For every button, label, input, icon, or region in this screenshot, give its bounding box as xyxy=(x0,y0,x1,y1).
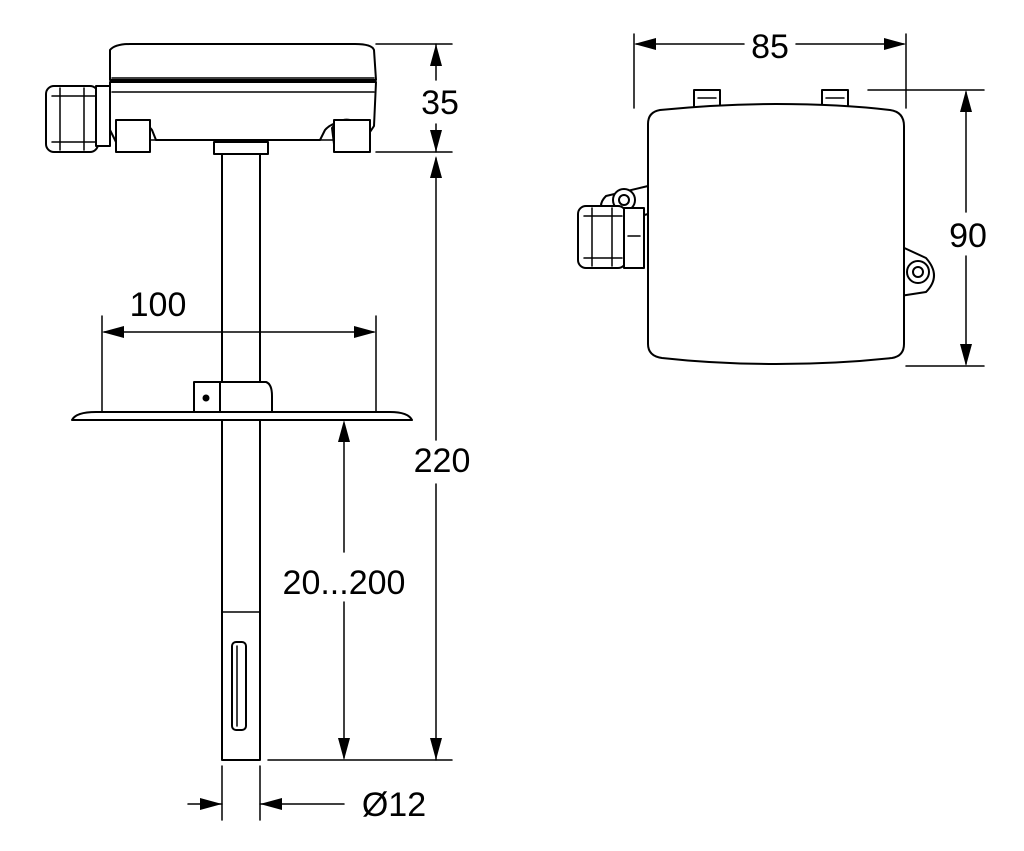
dim-total-length-label: 220 xyxy=(414,442,471,480)
dim-20-200: 20...200 xyxy=(261,419,406,760)
top-view: 85 90 xyxy=(577,28,987,367)
dim-85: 85 xyxy=(633,28,907,109)
cable-gland xyxy=(45,85,111,153)
dim-housing-height-label: 35 xyxy=(421,84,459,122)
dim-housing-width-label: 85 xyxy=(751,28,789,66)
mounting-flange xyxy=(71,411,413,421)
dim-flange-width-label: 100 xyxy=(130,286,187,324)
probe-neck xyxy=(213,141,269,155)
housing-lid xyxy=(109,43,377,81)
dim-90: 90 xyxy=(867,89,987,367)
sensor-slot xyxy=(231,641,247,731)
housing-top xyxy=(647,103,905,365)
cable-gland-top xyxy=(577,205,645,269)
dim-35: 35 xyxy=(375,43,459,153)
dim-diameter-12: Ø12 xyxy=(187,765,426,824)
dim-housing-depth-label: 90 xyxy=(949,217,987,255)
side-view: 35 220 100 20...200 xyxy=(45,43,471,824)
flange-clamp xyxy=(193,381,273,415)
dim-insertion-depth-label: 20...200 xyxy=(283,564,406,602)
dim-probe-diameter-label: Ø12 xyxy=(362,786,426,824)
dim-220: 220 xyxy=(267,156,471,761)
dim-100: 100 xyxy=(101,286,377,413)
probe-shaft-upper xyxy=(221,153,261,385)
